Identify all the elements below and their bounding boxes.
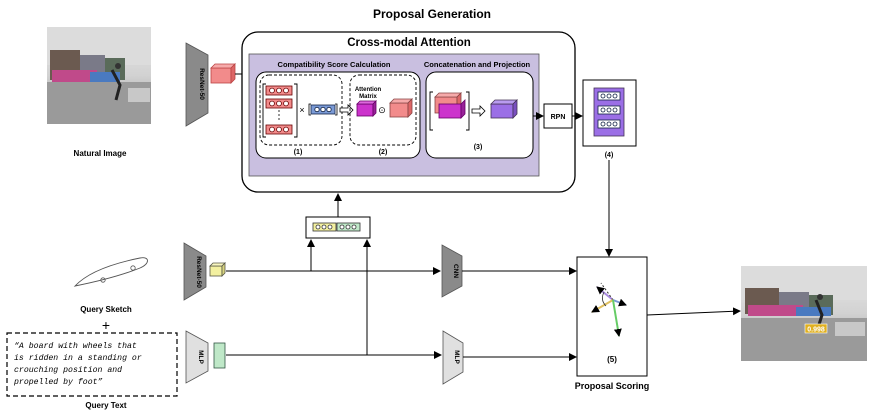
compat-title: Compatibility Score Calculation <box>278 60 391 69</box>
query-sketch-label: Query Sketch <box>80 305 132 314</box>
attention-matrix-label-1: Attention <box>355 87 382 93</box>
arrow-1-2 <box>339 104 354 116</box>
step1-box <box>259 74 343 146</box>
attention-matrix-label-2: Matrix <box>359 94 377 100</box>
resnet-sketch-label: ResNet-50 <box>195 256 202 288</box>
scoring-vectors-icon <box>591 282 627 337</box>
resnet-top-encoder <box>185 42 209 127</box>
text-feature-vector <box>213 342 226 369</box>
cnn-encoder <box>441 244 463 298</box>
arrow-concat-proj <box>471 105 486 117</box>
scoring-box <box>576 256 648 377</box>
query-text-label: Query Text <box>85 401 127 410</box>
query-sketch <box>73 257 148 287</box>
image-feature-small-cube <box>389 98 413 118</box>
projected-feature-cube <box>490 99 518 119</box>
image-token-2 <box>265 98 293 109</box>
times-symbol: × <box>299 105 304 115</box>
proposal-stack <box>593 87 625 137</box>
step3-label: (3) <box>474 144 483 151</box>
sketch-feature-cube <box>209 262 226 277</box>
mlp-right-encoder <box>442 330 464 385</box>
image-token-n <box>265 124 293 135</box>
query-text-line-3: crouching position and <box>14 365 122 375</box>
image-feature-cube <box>210 63 236 84</box>
mlp-text-encoder <box>185 330 209 384</box>
query-text-line-4: propelled by foot” <box>13 377 103 387</box>
mlp-text-label: MLP <box>197 350 204 364</box>
step4-label: (4) <box>605 152 614 159</box>
rpn-label: RPN <box>551 114 566 121</box>
cross-modal-title: Cross-modal Attention <box>347 37 471 49</box>
stacked-feature-cubes <box>434 92 466 119</box>
step2-box <box>349 74 417 146</box>
fused-query-token <box>312 222 361 232</box>
plus-symbol: + <box>102 317 110 333</box>
odot-symbol: ⊙ <box>378 105 386 115</box>
step5-label: (5) <box>607 355 617 364</box>
step1-label: (1) <box>294 149 303 156</box>
resnet-top-label: ResNet-50 <box>198 68 205 100</box>
step2-label: (2) <box>379 149 388 156</box>
query-token <box>310 104 336 115</box>
output-score-label: 0.998 <box>807 327 825 334</box>
concat-title: Concatenation and Projection <box>424 60 531 69</box>
proposal-scoring-label: Proposal Scoring <box>575 381 650 391</box>
natural-image <box>47 27 151 124</box>
query-text-line-1: “A board with wheels that <box>14 341 137 351</box>
natural-image-label: Natural Image <box>74 149 127 158</box>
cnn-label: CNN <box>452 264 459 278</box>
output-image <box>741 266 867 361</box>
diagram-title: Proposal Generation <box>373 7 491 21</box>
attention-matrix-cube <box>356 100 377 117</box>
resnet-sketch-encoder <box>183 242 207 301</box>
image-token-1 <box>265 85 293 96</box>
query-text-line-2: is ridden in a standing or <box>14 353 142 363</box>
query-text-box <box>6 332 178 397</box>
mlp-right-label: MLP <box>453 350 460 364</box>
